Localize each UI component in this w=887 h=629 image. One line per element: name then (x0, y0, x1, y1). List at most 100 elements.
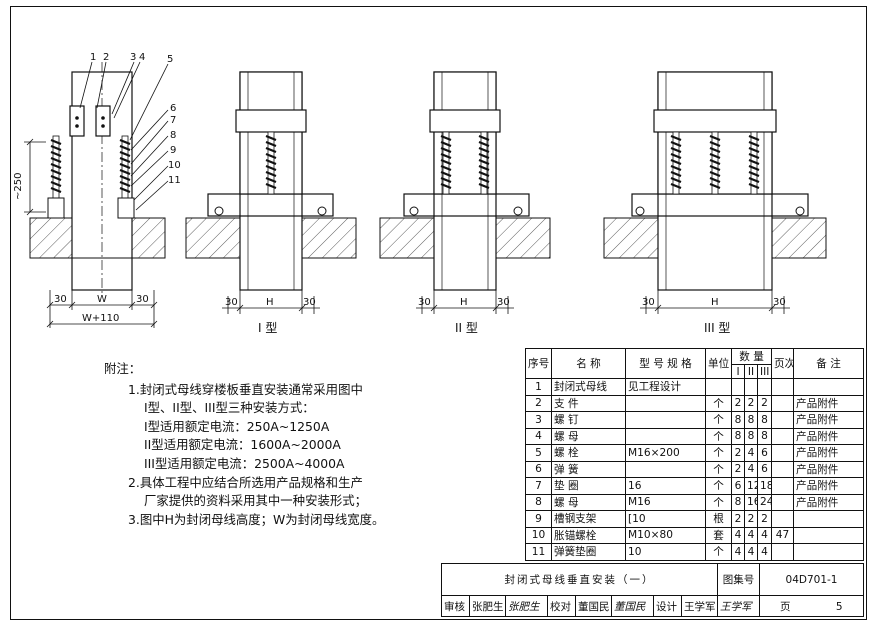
callout-10: 10 (168, 160, 181, 171)
cell-spec (625, 394, 706, 412)
cell-q1: 2 (731, 394, 745, 412)
cell-unit: 个 (705, 477, 732, 495)
cell-name: 垫 圈 (551, 477, 626, 495)
check-name: 董国民 (575, 595, 612, 617)
cell-page (771, 444, 795, 462)
col-header-remark: 备 注 (793, 348, 865, 379)
cell-q1: 2 (731, 444, 745, 462)
cell-no: 11 (525, 543, 552, 561)
cell-remark: 产品附件 (793, 427, 865, 445)
drawing-frame (10, 6, 867, 620)
cell-spec: 10 (625, 543, 706, 561)
cell-no: 3 (525, 411, 552, 429)
cell-spec (625, 427, 706, 445)
cell-unit: 个 (705, 411, 732, 429)
cell-spec: 见工程设计 (625, 378, 706, 396)
cell-unit: 个 (705, 394, 732, 412)
col-header-q2: II (744, 364, 758, 379)
channel-support-1 (207, 193, 334, 217)
dim-30-left: 30 (54, 294, 67, 305)
cell-spec: M10×80 (625, 526, 706, 544)
cell-page (771, 411, 795, 429)
dim-height-250: ~250 (13, 173, 24, 200)
cell-q1: 2 (731, 510, 745, 528)
col-header-unit: 单位 (705, 348, 732, 379)
t3-dim-30-right: 30 (773, 297, 786, 308)
cell-no: 6 (525, 460, 552, 478)
atlas-number: 04D701-1 (759, 563, 864, 596)
review-name: 张肥生 (469, 595, 506, 617)
cell-name: 螺 栓 (551, 444, 626, 462)
t3-dim-h: H (711, 297, 719, 308)
dim-w: W (97, 294, 107, 305)
cell-q1: 4 (731, 526, 745, 544)
side-elevation-view: 1 2 3 4 5 6 7 8 9 10 11 ~250 30 (13, 52, 181, 328)
cell-name: 槽钢支架 (551, 510, 626, 528)
cell-name: 支 件 (551, 394, 626, 412)
cell-q2: 4 (744, 543, 758, 561)
note-line-6: 2.具体工程中应结合所选用产品规格和生产 (128, 474, 363, 490)
cell-spec: M16 (625, 493, 706, 511)
design-label: 设计 (653, 595, 682, 617)
callout-2: 2 (103, 52, 109, 63)
cell-remark: 产品附件 (793, 493, 865, 511)
cell-q3: 8 (756, 427, 773, 445)
cell-page (771, 460, 795, 478)
cell-q3: 6 (756, 444, 773, 462)
t1-dim-30-right: 30 (303, 297, 316, 308)
drawing-title: 封闭式母线垂直安装（一） (441, 563, 718, 596)
cell-unit: 个 (705, 543, 732, 561)
cell-spec: [10 (625, 510, 706, 528)
cell-q2 (744, 378, 758, 396)
type-2-label: II 型 (455, 321, 478, 335)
cell-page (771, 543, 795, 561)
cell-q2: 12 (744, 477, 758, 495)
cell-name: 封闭式母线 (551, 378, 626, 396)
cell-remark (793, 526, 865, 544)
t2-dim-h: H (460, 297, 468, 308)
t3-dim-30-left: 30 (642, 297, 655, 308)
title-block: 封闭式母线垂直安装（一） 图集号 04D701-1 审核 张肥生 张肥生 校对 … (441, 563, 864, 617)
cell-q1: 8 (731, 427, 745, 445)
cell-page (771, 378, 795, 396)
cell-unit: 个 (705, 444, 732, 462)
col-header-no: 序号 (525, 348, 552, 379)
cell-no: 4 (525, 427, 552, 445)
cell-page (771, 493, 795, 511)
type-3-label: III 型 (704, 321, 730, 335)
t2-dim-30-right: 30 (497, 297, 510, 308)
cell-q1: 4 (731, 543, 745, 561)
t1-dim-30-left: 30 (225, 297, 238, 308)
callout-5: 5 (167, 54, 173, 65)
cell-no: 1 (525, 378, 552, 396)
cell-unit: 个 (705, 493, 732, 511)
channel-support-2 (403, 193, 530, 217)
page-label: 页 (780, 600, 791, 613)
design-name: 王学军 (681, 595, 718, 617)
note-line-5: III型适用额定电流：2500A~4000A (144, 455, 345, 471)
cell-q2: 4 (744, 444, 758, 462)
cell-spec (625, 411, 706, 429)
check-signature: 董国民 (611, 595, 654, 617)
cell-spec (625, 460, 706, 478)
col-header-q3: III (756, 364, 773, 379)
notes-title: 附注： (104, 361, 142, 376)
cell-q1 (731, 378, 745, 396)
note-line-4: II型适用额定电流：1600A~2000A (144, 437, 341, 453)
cell-q1: 2 (731, 460, 745, 478)
col-header-spec: 型 号 规 格 (625, 348, 706, 379)
cell-no: 2 (525, 394, 552, 412)
cell-q3: 18 (756, 477, 773, 495)
note-line-3: I型适用额定电流：250A~1250A (144, 418, 330, 434)
cell-remark: 产品附件 (793, 444, 865, 462)
type-1-view: 30 H 30 I 型 (185, 71, 357, 335)
notes-section: 附注： 1.封闭式母线穿楼板垂直安装通常采用图中 I型、II型、III型三种安装… (104, 360, 434, 529)
note-line-7: 厂家提供的资料采用其中一种安装形式； (144, 493, 368, 509)
cell-spec: M16×200 (625, 444, 706, 462)
cell-q3: 24 (756, 493, 773, 511)
